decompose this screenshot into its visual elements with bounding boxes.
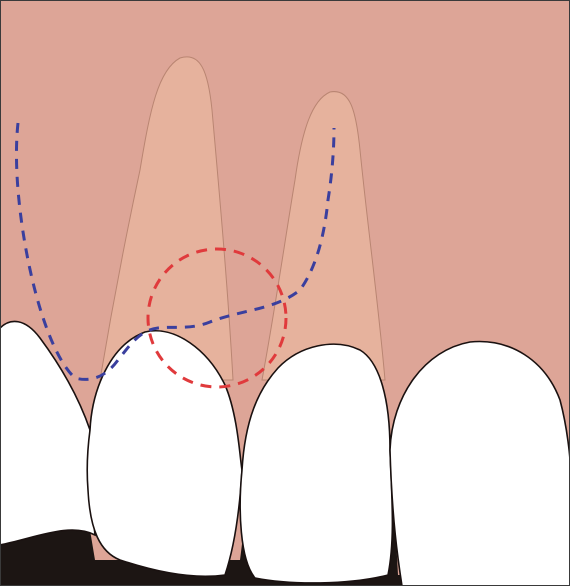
tooth-4: [390, 342, 570, 586]
